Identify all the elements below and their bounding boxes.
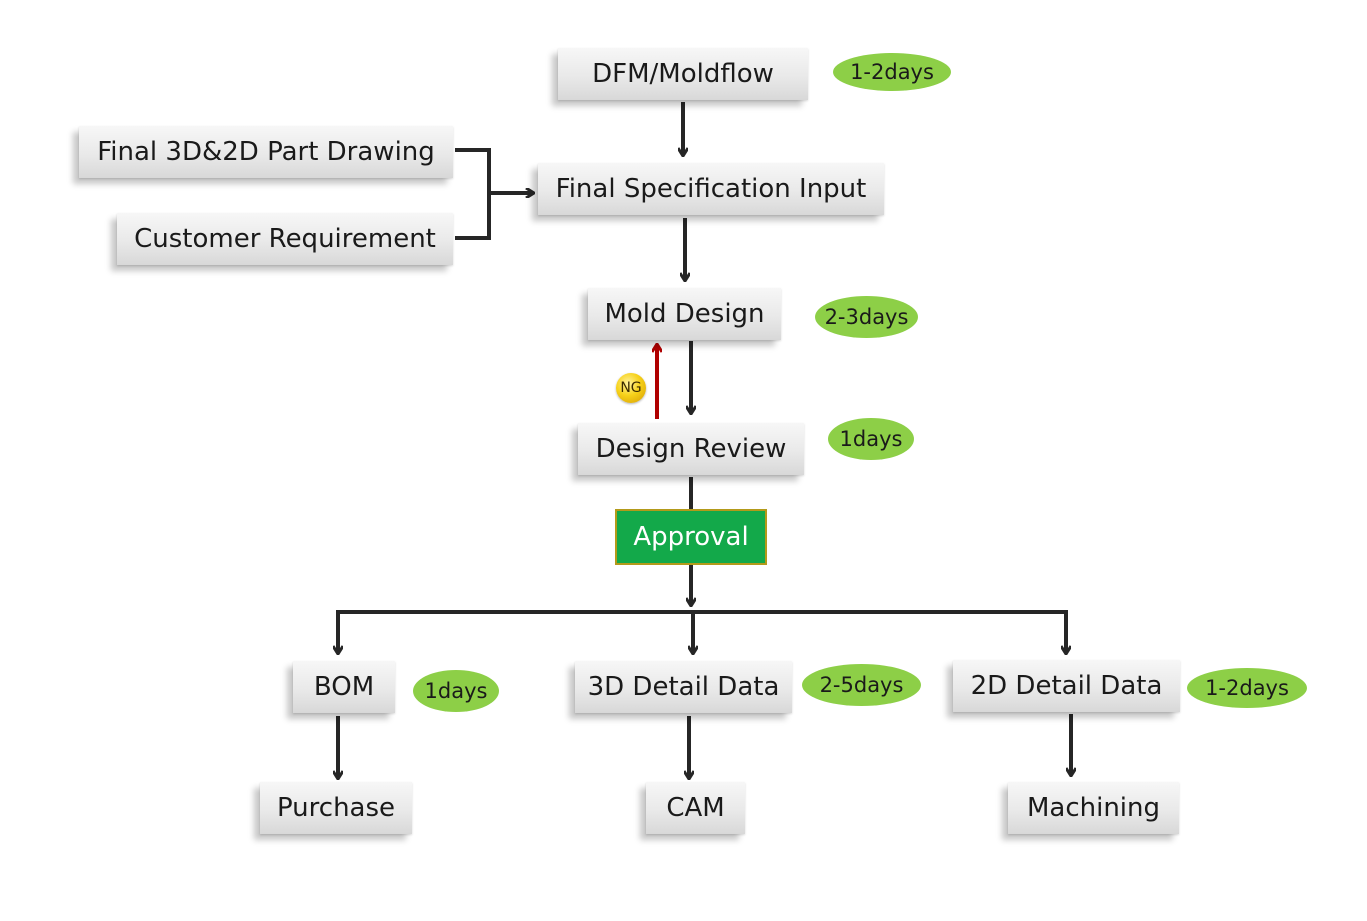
node-2d-detail-data: 2D Detail Data xyxy=(953,660,1180,712)
duration-badge-bom: 1days xyxy=(413,670,499,712)
node-3d-detail-data: 3D Detail Data xyxy=(575,661,792,713)
node-machining: Machining xyxy=(1008,782,1179,834)
ng-badge: NG xyxy=(616,373,646,403)
duration-badge-mold-design: 2-3days xyxy=(815,296,918,338)
node-mold-design: Mold Design xyxy=(588,288,781,340)
node-purchase: Purchase xyxy=(260,782,412,834)
duration-badge-design-review: 1days xyxy=(828,418,914,460)
node-final-spec-input: Final Specification Input xyxy=(538,163,884,215)
node-customer-requirement: Customer Requirement xyxy=(117,213,453,265)
node-approval: Approval xyxy=(615,509,767,565)
node-cam: CAM xyxy=(646,782,745,834)
node-bom: BOM xyxy=(293,661,395,713)
duration-badge-3d-detail: 2-5days xyxy=(802,664,921,706)
node-dfm-moldflow: DFM/Moldflow xyxy=(558,48,808,100)
node-design-review: Design Review xyxy=(578,423,804,475)
duration-badge-2d-detail: 1-2days xyxy=(1187,668,1307,708)
bracket-inputs xyxy=(455,148,491,240)
duration-badge-dfm: 1-2days xyxy=(833,53,951,91)
node-part-drawing: Final 3D&2D Part Drawing xyxy=(79,126,453,178)
